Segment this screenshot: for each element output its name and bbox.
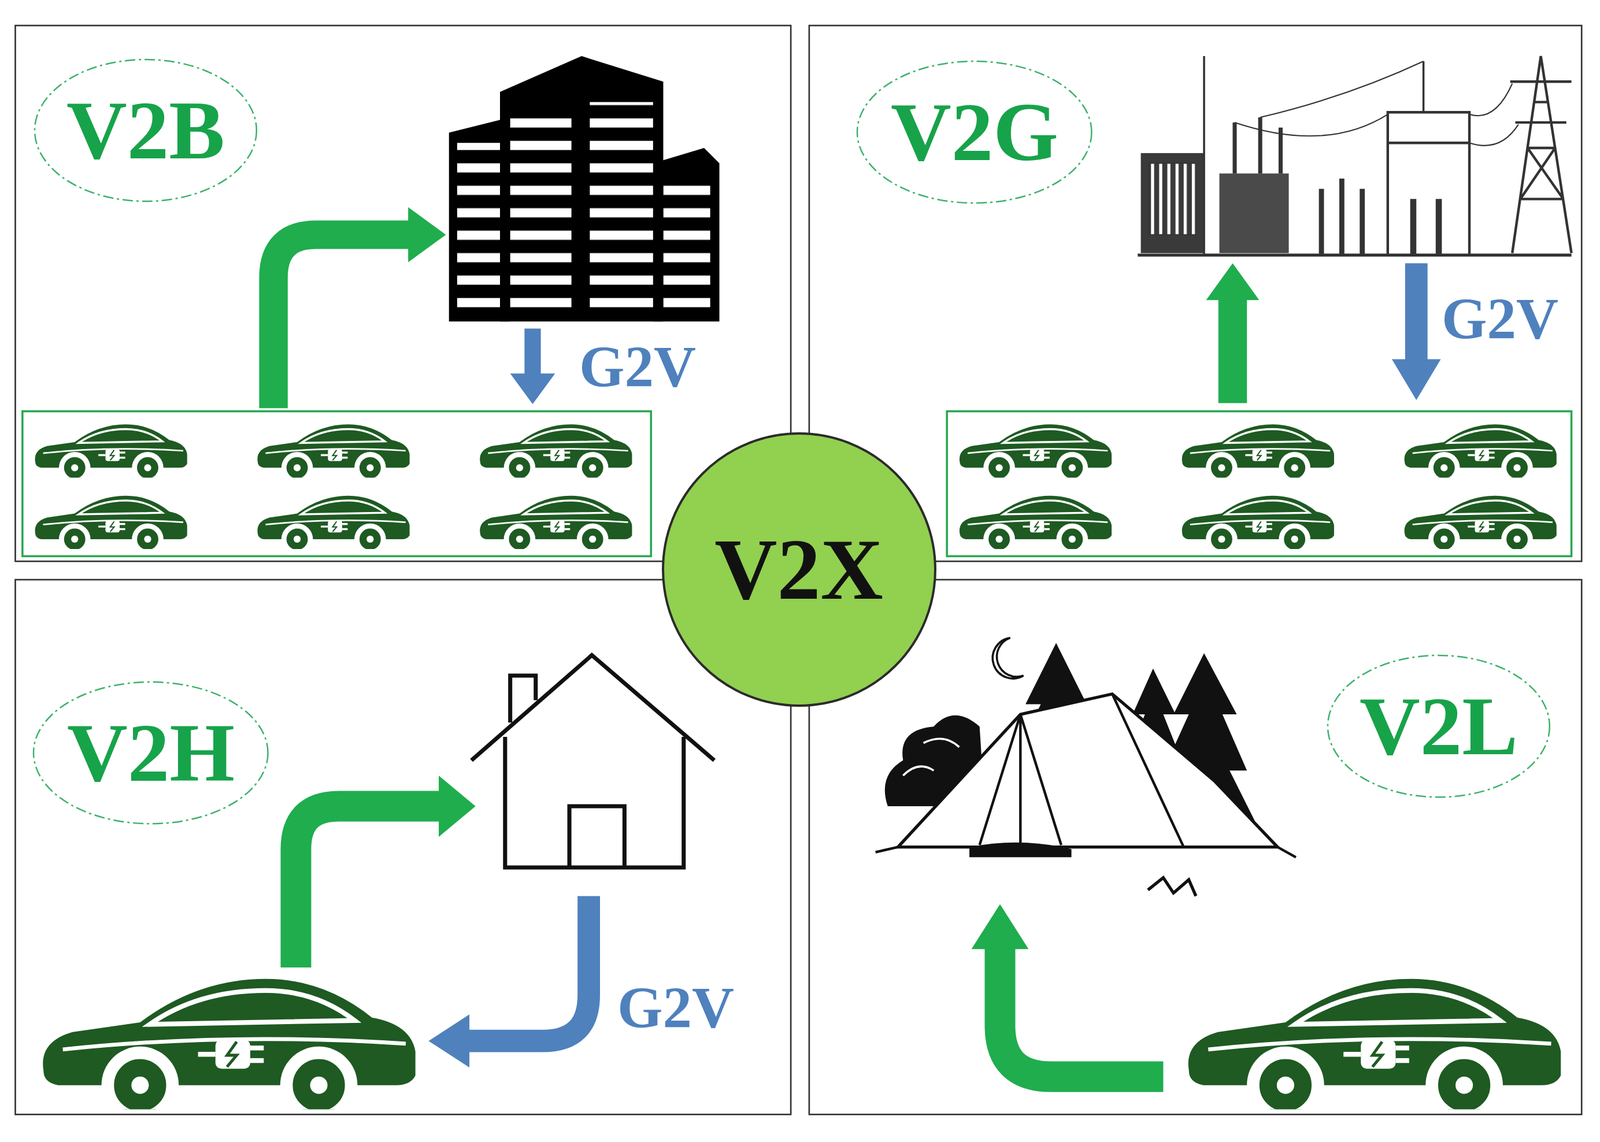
- art-stroke: [1232, 122, 1237, 174]
- office-buildings: [449, 56, 720, 322]
- art-stroke: [969, 842, 1072, 858]
- art-stroke: [15, 25, 791, 562]
- node-title: V2X: [714, 521, 884, 618]
- art-stroke: [1141, 153, 1205, 254]
- art-stroke: [1404, 424, 1557, 480]
- dashed-ellipse: [34, 59, 257, 202]
- art-stroke: [257, 424, 410, 480]
- art-stroke: [1258, 117, 1263, 174]
- art-stroke: [1219, 173, 1290, 254]
- substation: [1137, 56, 1572, 255]
- art-stroke: [1404, 495, 1557, 552]
- flow-label: G2V: [1441, 287, 1559, 352]
- art-stroke: [471, 655, 715, 761]
- art-stroke: [505, 736, 684, 868]
- hub-circle: V2X: [661, 431, 937, 708]
- art-stroke: [1234, 61, 1519, 146]
- art-stroke: [1188, 979, 1561, 1115]
- art-stroke: [1000, 943, 1164, 1077]
- category-ellipse: V2H: [31, 680, 270, 826]
- art-stroke: [959, 495, 1112, 552]
- art-stroke: [438, 775, 476, 837]
- art-stroke: [1149, 163, 1196, 236]
- node-title: V2L: [1359, 680, 1518, 773]
- art-stroke: [295, 806, 444, 968]
- art-stroke: [1147, 878, 1196, 897]
- art-stroke: [959, 424, 1112, 480]
- art-stroke: [946, 411, 1572, 557]
- art-stroke: [510, 675, 536, 723]
- node-title: V2G: [890, 86, 1059, 179]
- art-stroke: [35, 424, 188, 480]
- node-title: V2H: [67, 706, 235, 800]
- art-stroke: [663, 173, 710, 311]
- art-stroke: [1206, 263, 1260, 301]
- art-stroke: [875, 694, 1296, 858]
- category-ellipse: V2B: [32, 57, 259, 203]
- dashed-ellipse: [1327, 655, 1550, 798]
- art-stroke: [1202, 56, 1206, 255]
- art-stroke: [15, 579, 791, 1115]
- art-stroke: [479, 424, 632, 480]
- panel-frames: [15, 25, 1582, 1115]
- art-stroke: [22, 411, 651, 557]
- art-stroke: [1319, 189, 1325, 256]
- art-stroke: [428, 1014, 470, 1068]
- dashed-ellipse: [33, 682, 269, 824]
- art-stroke: [510, 373, 556, 405]
- art-stroke: [35, 495, 188, 552]
- art-stroke: [464, 895, 589, 1042]
- art-stroke: [273, 234, 414, 409]
- art-stroke: [1387, 112, 1470, 255]
- art-stroke: [510, 106, 572, 311]
- art-stroke: [1435, 198, 1443, 255]
- art-stroke: [1182, 495, 1335, 552]
- art-stroke: [1410, 198, 1417, 255]
- art-stroke: [1359, 189, 1365, 256]
- art-stroke: [809, 25, 1582, 562]
- art-stroke: [479, 495, 632, 552]
- art-stroke: [902, 738, 959, 776]
- art-stroke: [257, 495, 410, 552]
- art-stroke: [1510, 56, 1572, 254]
- ev-fleet: [22, 411, 1572, 1115]
- campsite: [875, 638, 1296, 897]
- category-ellipse: V2G: [855, 59, 1094, 205]
- art-stroke: [897, 694, 1278, 848]
- house: [471, 655, 715, 868]
- art-stroke: [500, 56, 664, 322]
- dashed-ellipse: [857, 61, 1092, 203]
- category-ellipse: V2L: [1326, 653, 1552, 799]
- art-stroke: [1422, 61, 1425, 113]
- flow-label: G2V: [617, 976, 735, 1041]
- hub-disc: [663, 433, 936, 706]
- art-stroke: [809, 579, 1582, 1115]
- art-stroke: [569, 806, 625, 868]
- art-stroke: [1182, 424, 1335, 480]
- art-stroke: [408, 206, 446, 262]
- art-stroke: [1137, 253, 1572, 257]
- art-stroke: [1391, 359, 1442, 401]
- art-stroke: [1218, 295, 1247, 403]
- art-stroke: [524, 328, 541, 379]
- art-stroke: [589, 102, 653, 312]
- art-stroke: [457, 142, 500, 311]
- art-stroke: [42, 979, 416, 1115]
- energy-flow-arrows: [273, 206, 1442, 1077]
- art-stroke: [992, 638, 1024, 679]
- art-stroke: [1405, 263, 1428, 364]
- node-title: V2B: [66, 84, 225, 177]
- art-stroke: [971, 904, 1029, 950]
- flow-label: G2V: [579, 335, 696, 400]
- art-stroke: [1339, 178, 1345, 255]
